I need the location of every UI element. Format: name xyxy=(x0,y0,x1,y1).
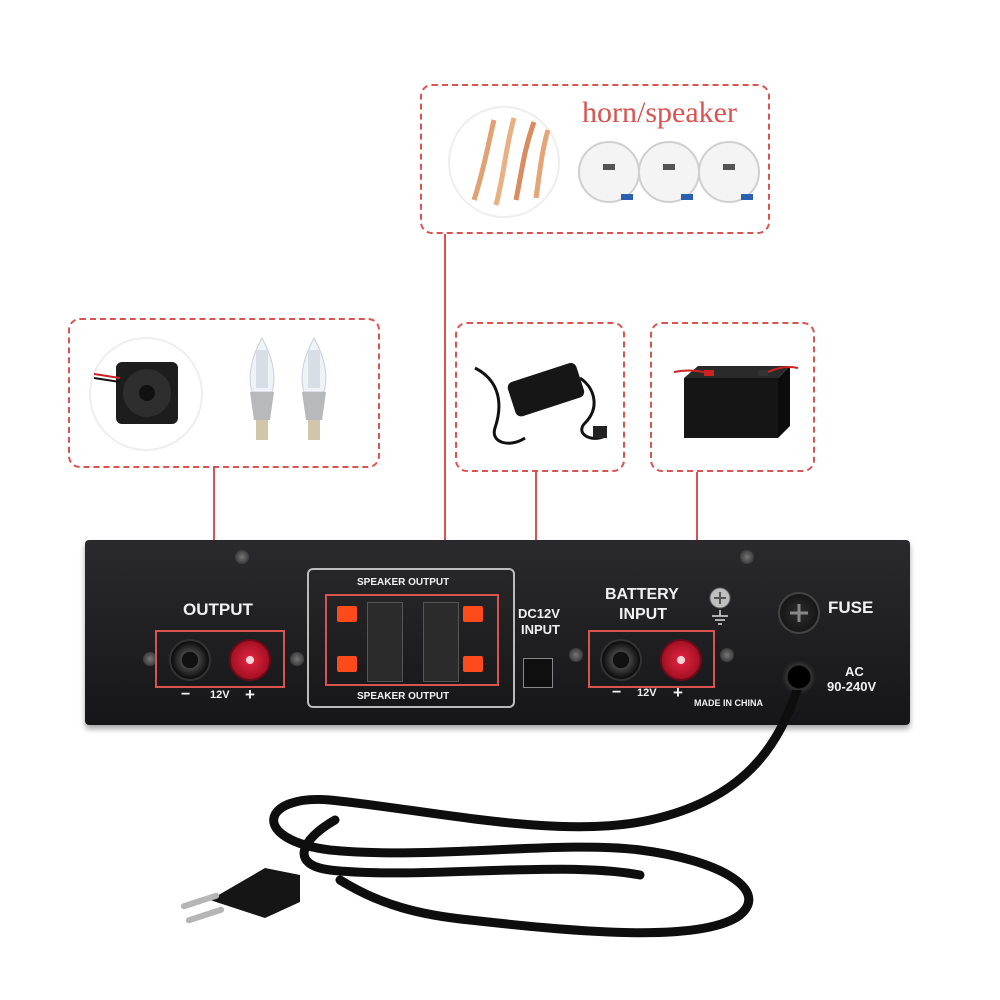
panel-screw xyxy=(740,550,754,564)
made-in-label: MADE IN CHINA xyxy=(694,698,763,708)
output-plus-label: + xyxy=(245,685,255,704)
power-cord xyxy=(180,690,802,938)
ground-icon xyxy=(709,587,731,625)
speaker-terminal-block xyxy=(367,602,403,682)
output-terminal-box xyxy=(155,630,285,688)
speaker-terminal-block xyxy=(423,602,459,682)
speaker-clip[interactable] xyxy=(463,656,483,672)
dc-input-label-line1: DC12V xyxy=(518,606,560,621)
panel-screw xyxy=(143,652,157,666)
plug-icon xyxy=(180,868,300,924)
power-adapter-callout xyxy=(455,322,625,472)
battery-plus-label: + xyxy=(673,683,683,702)
output-minus-label: − xyxy=(181,686,191,703)
speaker-clip[interactable] xyxy=(337,606,357,622)
speaker-output-top-label: SPEAKER OUTPUT xyxy=(357,577,450,588)
panel-screw xyxy=(235,550,249,564)
battery-terminal-box xyxy=(588,630,715,688)
fuse-cross-icon xyxy=(790,604,808,622)
horn-speaker-label: horn/speaker xyxy=(582,96,737,129)
output-positive-terminal[interactable] xyxy=(229,639,271,681)
panel-screw xyxy=(290,652,304,666)
battery-input-label-line1: BATTERY xyxy=(605,586,679,603)
output-voltage-label: 12V xyxy=(210,689,230,701)
panel-screw xyxy=(720,648,734,662)
battery-negative-terminal[interactable] xyxy=(600,639,642,681)
speaker-output-bottom-label: SPEAKER OUTPUT xyxy=(357,691,450,702)
ceiling-speaker-icon xyxy=(578,141,760,203)
speaker-wire-icon xyxy=(448,106,560,218)
battery-voltage-label: 12V xyxy=(637,687,657,699)
dc-input-jack[interactable] xyxy=(523,658,553,688)
speaker-clip[interactable] xyxy=(463,606,483,622)
battery-input-label-line2: INPUT xyxy=(619,606,667,623)
battery-positive-terminal[interactable] xyxy=(660,639,702,681)
fan-bulb-callout xyxy=(68,318,380,468)
ac-cord-grommet xyxy=(782,660,816,694)
output-label: OUTPUT xyxy=(183,600,253,619)
battery-icon xyxy=(673,366,799,438)
power-adapter-icon xyxy=(474,363,607,445)
fuse-label: FUSE xyxy=(828,598,874,617)
connector-line-speaker xyxy=(444,234,446,634)
speaker-clip[interactable] xyxy=(337,656,357,672)
speaker-output-panel: SPEAKER OUTPUT SPEAKER OUTPUT xyxy=(307,568,515,708)
battery-minus-label: − xyxy=(612,684,622,701)
ac-label-line2: 90-240V xyxy=(827,679,877,694)
output-negative-terminal[interactable] xyxy=(169,639,211,681)
led-bulb-icon xyxy=(249,336,327,440)
connector-line-dc xyxy=(535,472,537,607)
amplifier-rear-panel: OUTPUT − 12V + SPEAKER OUTPUT SPEAKER OU… xyxy=(85,540,910,725)
speaker-terminal-box xyxy=(325,594,499,686)
dc-input-label-line2: INPUT xyxy=(521,622,560,637)
cooling-fan-icon xyxy=(89,337,203,451)
ac-label-line1: AC xyxy=(845,664,864,679)
panel-screw xyxy=(569,648,583,662)
fuse-holder[interactable] xyxy=(778,592,820,634)
battery-callout xyxy=(650,322,815,472)
horn-speaker-callout: horn/speaker xyxy=(420,84,770,234)
